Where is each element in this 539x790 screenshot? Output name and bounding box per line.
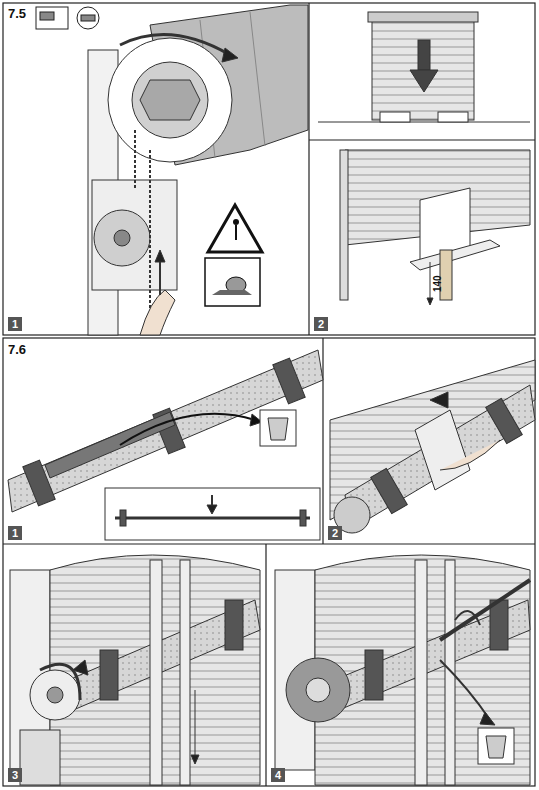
section-number: 7.5 — [6, 6, 28, 21]
strap-tube — [330, 360, 535, 533]
dimension-label: 140 — [433, 275, 443, 292]
step-number: 3 — [8, 768, 22, 782]
step-number: 1 — [8, 526, 22, 540]
section-number: 7.6 — [6, 342, 28, 357]
roller-housing — [88, 5, 308, 335]
step-number: 4 — [271, 768, 285, 782]
housing-right — [275, 555, 530, 785]
step-number: 1 — [8, 317, 22, 331]
shutter-side — [340, 150, 530, 305]
motor-tube — [8, 350, 323, 540]
shutter-front — [318, 12, 530, 122]
panel-frames — [3, 3, 535, 786]
step-number: 2 — [314, 317, 328, 331]
warning-sign — [205, 205, 262, 306]
header-icons — [36, 7, 99, 29]
step-number: 2 — [328, 526, 342, 540]
housing-left — [10, 555, 260, 785]
